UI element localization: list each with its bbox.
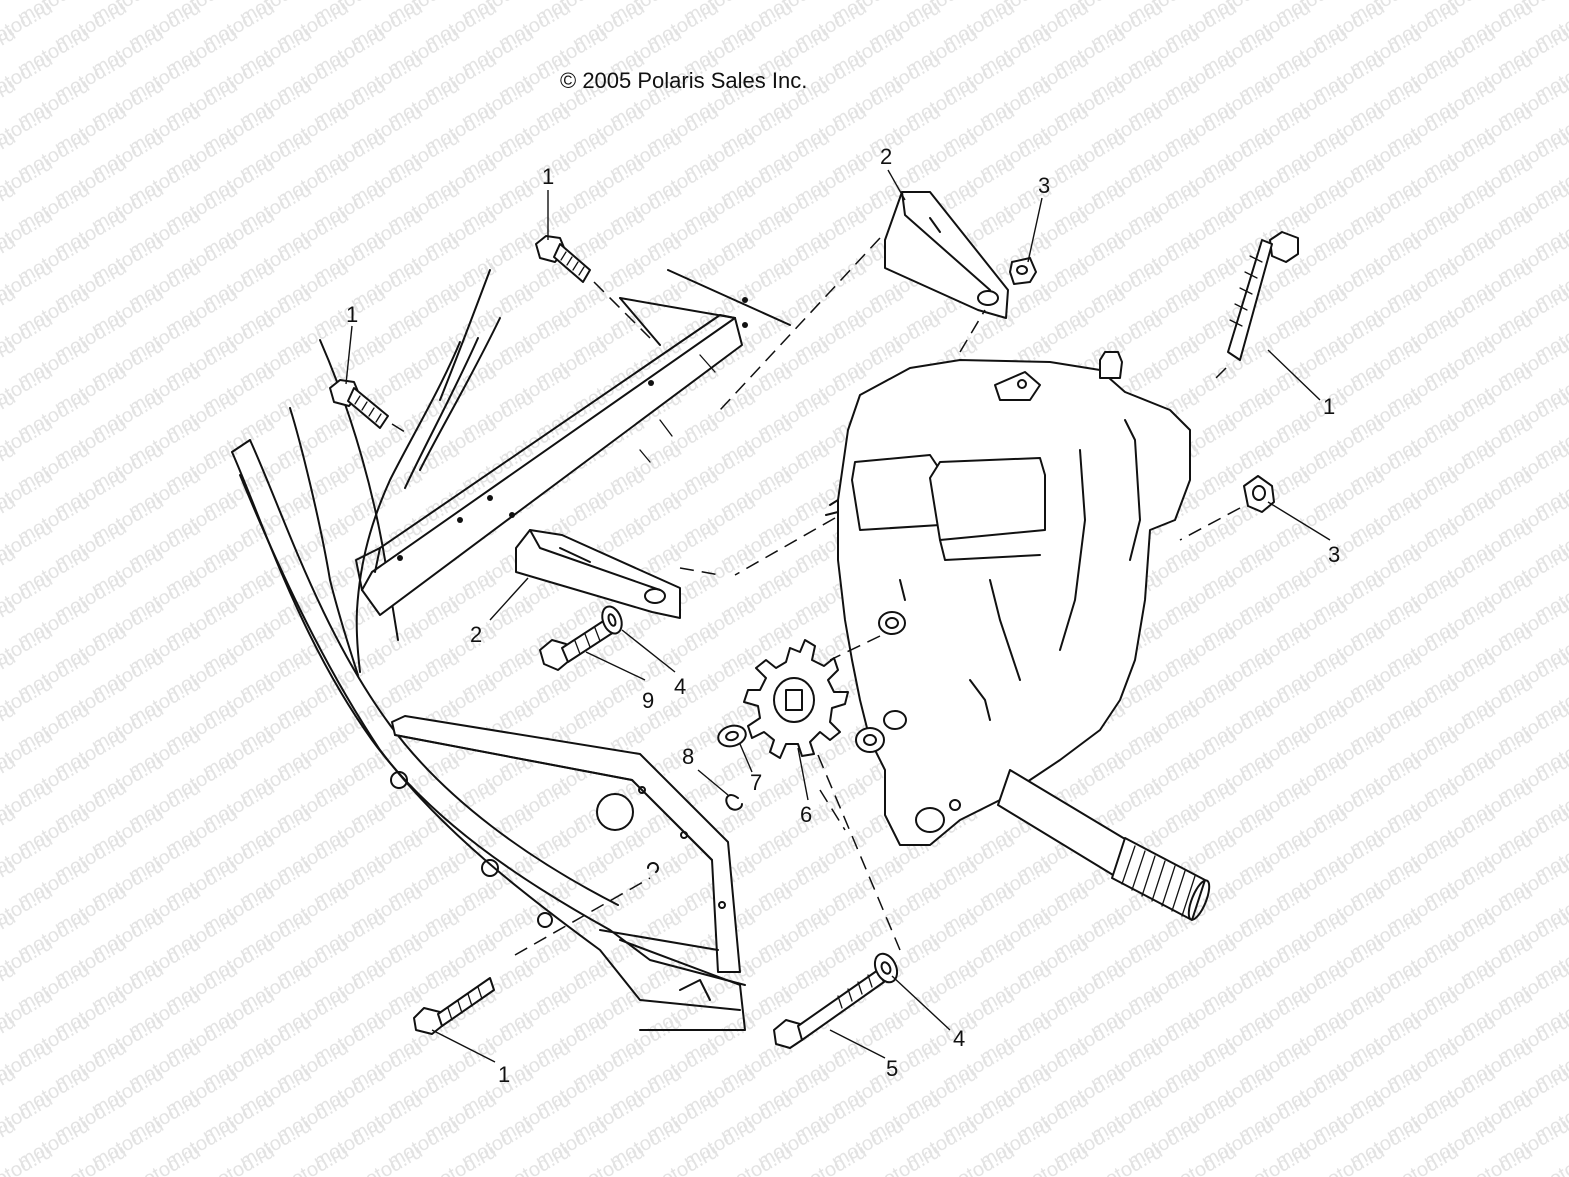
leader-lines — [345, 169, 1331, 1063]
nut-right-icon — [1243, 475, 1275, 513]
callout-labels: 1 1 1 1 2 2 3 3 4 4 5 6 7 8 9 — [346, 144, 1340, 1087]
nut-top-icon — [1009, 257, 1037, 285]
bolt-bottom-left-icon — [413, 977, 495, 1035]
bracket-upper-icon — [884, 191, 1009, 319]
bolt-flanged-icon — [539, 617, 615, 671]
chain-brace-icon — [391, 715, 741, 973]
bolt-top-icon — [535, 235, 591, 283]
callout-sprocket: 6 — [800, 802, 812, 827]
callout-nut-right: 3 — [1328, 542, 1340, 567]
callout-washer-left: 4 — [674, 674, 686, 699]
callout-bolt-bottom-left: 1 — [498, 1062, 510, 1087]
callout-bolt-right: 1 — [1323, 394, 1335, 419]
callout-bracket-lower: 2 — [470, 622, 482, 647]
callout-bracket-upper: 2 — [880, 144, 892, 169]
washer-small-icon — [717, 724, 747, 748]
callout-washer-small: 7 — [750, 770, 762, 795]
callout-washer-bottom: 4 — [953, 1026, 965, 1051]
callout-nut-top: 3 — [1038, 173, 1050, 198]
gearcase-housing-icon — [825, 351, 1191, 846]
washer-left-icon — [601, 605, 623, 635]
bolt-right-icon — [1227, 231, 1299, 361]
callout-bolt-long: 5 — [886, 1056, 898, 1081]
assembly-centerlines — [391, 237, 1241, 956]
callout-clip: 8 — [682, 744, 694, 769]
callout-bolt-top: 1 — [542, 164, 554, 189]
clip-icon — [725, 794, 743, 811]
washer-bottom-icon — [873, 952, 899, 984]
copyright-notice: © 2005 Polaris Sales Inc. — [560, 68, 808, 93]
bolt-upper-left-icon — [329, 379, 389, 429]
bracket-lower-icon — [515, 529, 681, 619]
sprocket-icon — [743, 639, 849, 759]
frame-rail-icon — [355, 269, 791, 616]
chassis-frame-icon — [231, 269, 746, 1031]
callout-bolt-flanged: 9 — [642, 688, 654, 713]
output-shaft-icon — [997, 769, 1211, 921]
bolt-long-icon — [773, 969, 885, 1049]
callout-bolt-upper-left: 1 — [346, 302, 358, 327]
